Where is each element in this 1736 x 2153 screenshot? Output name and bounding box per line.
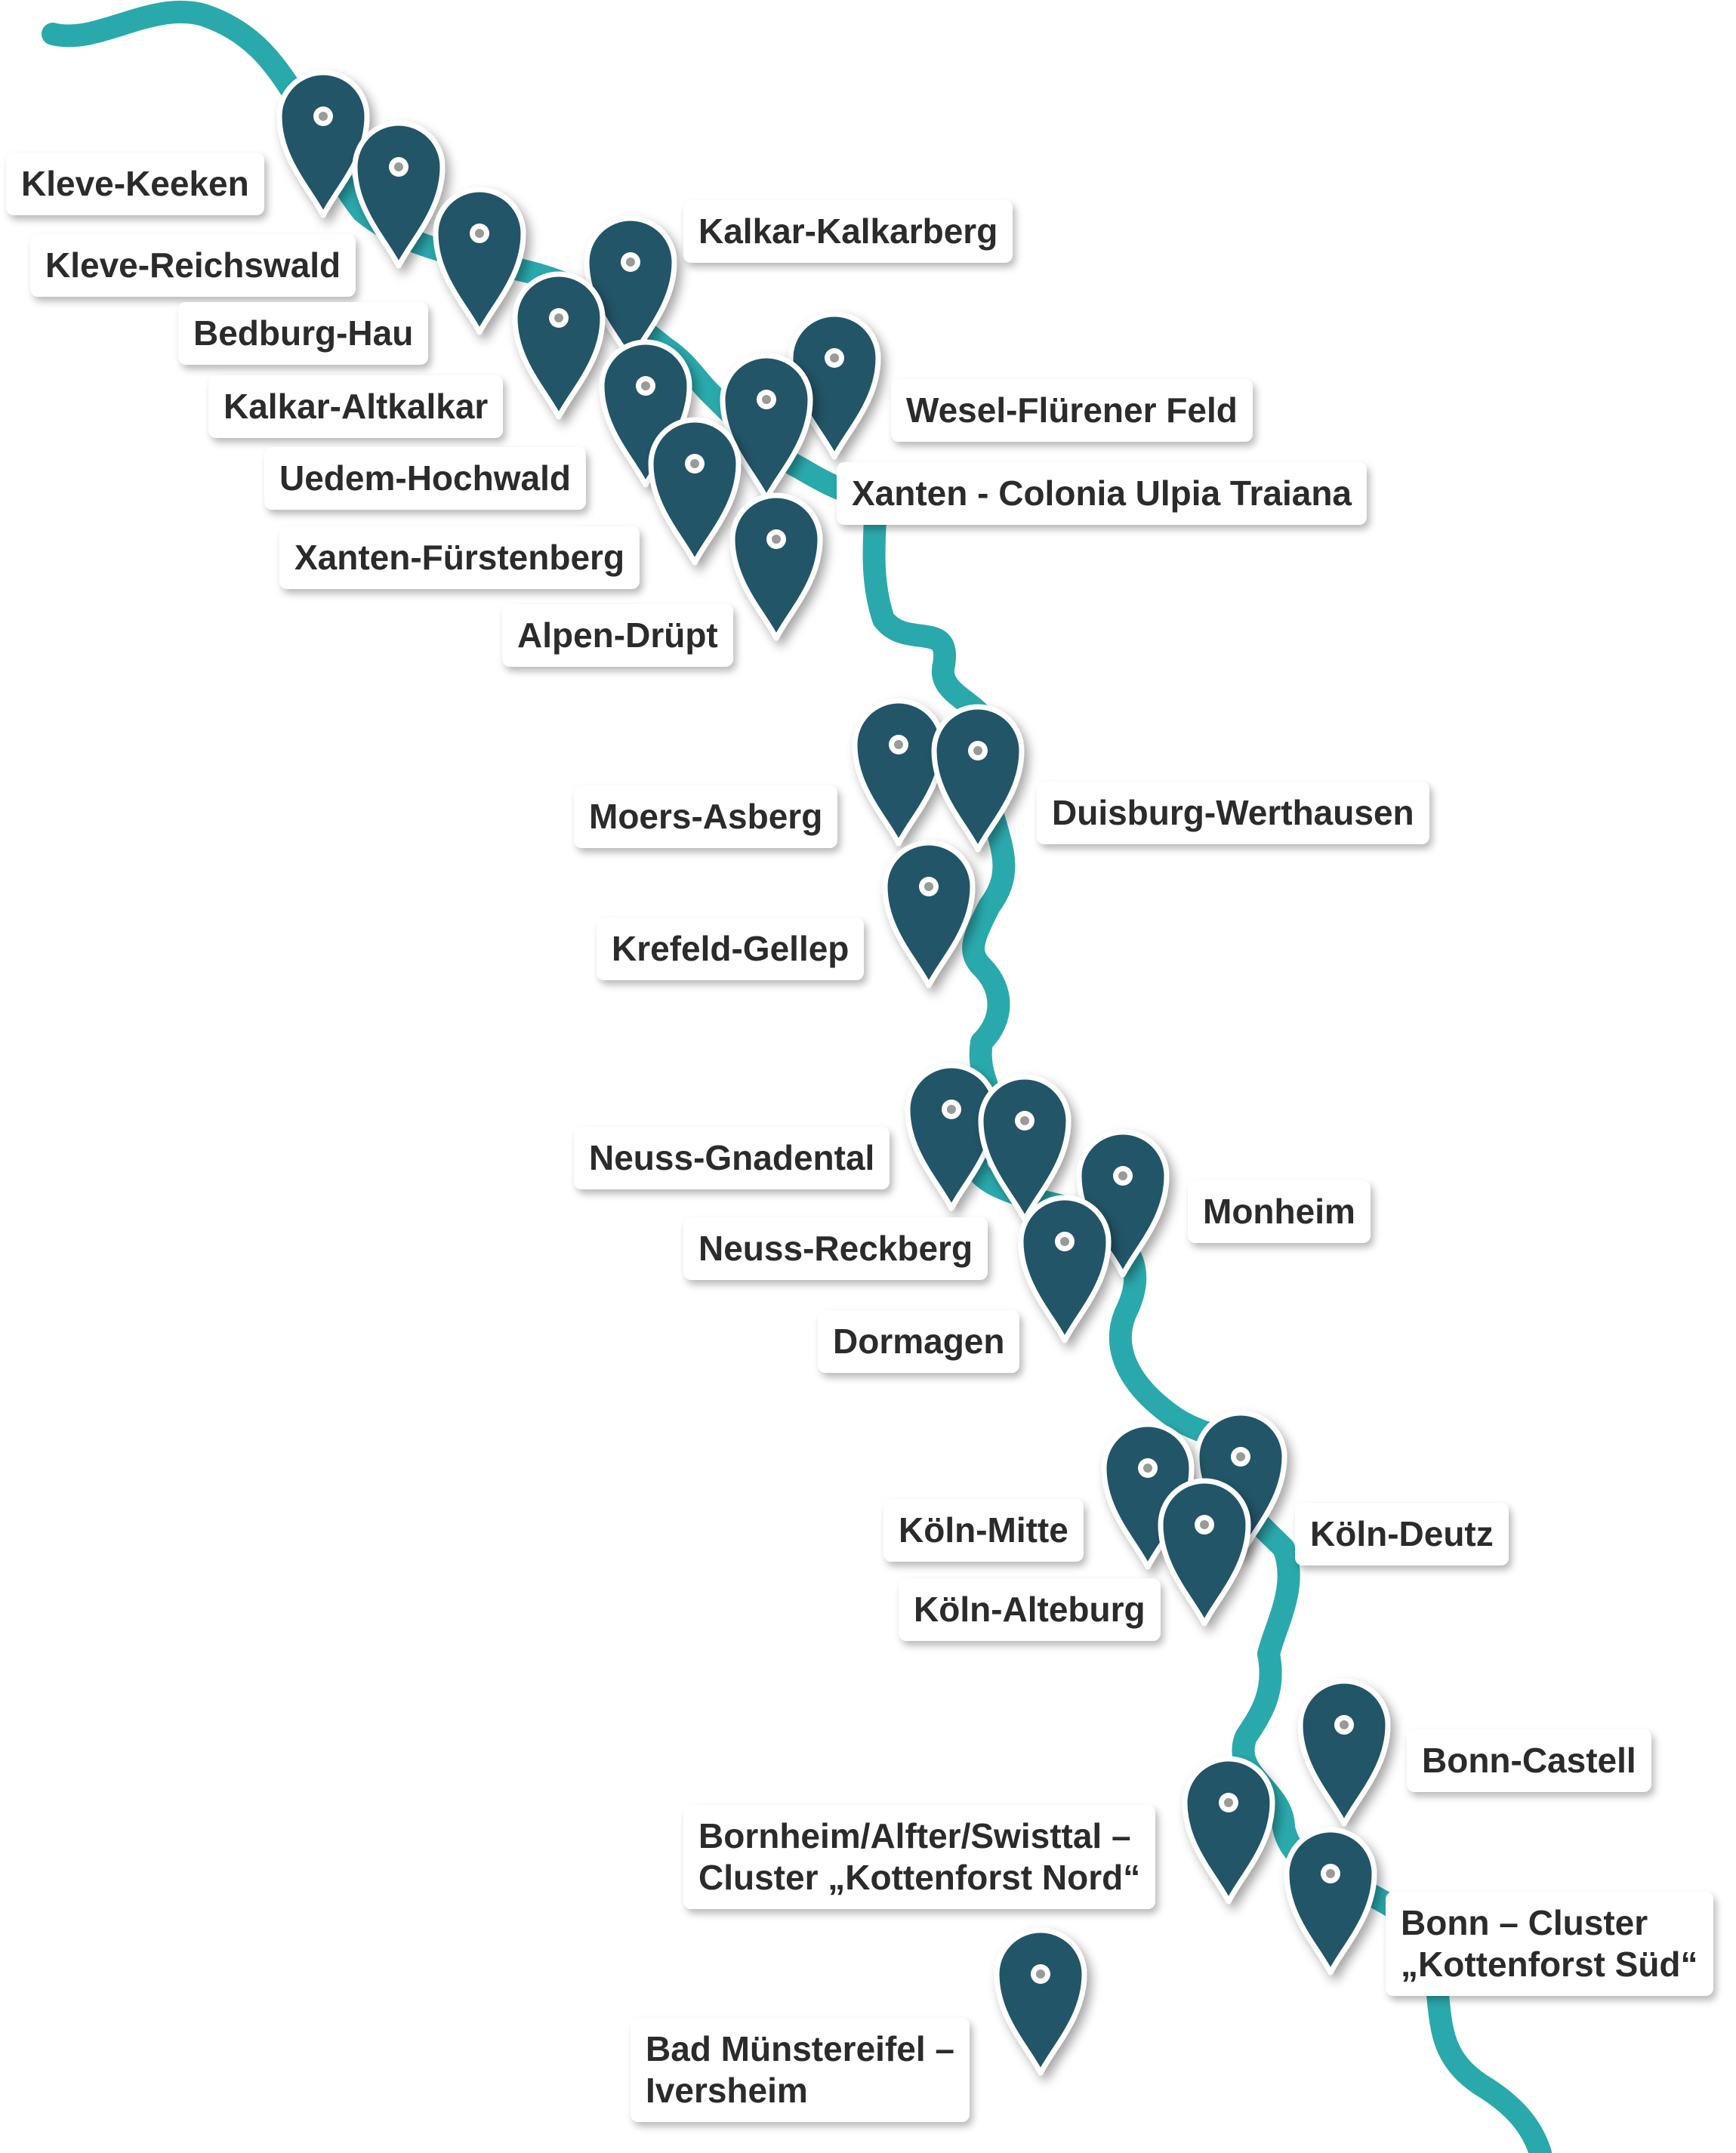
site-label-xanten-furstenberg[interactable]: Xanten-Fürstenberg xyxy=(279,526,640,590)
site-label-text: Kalkar-Altkalkar xyxy=(224,387,489,426)
map-pin-icon[interactable] xyxy=(1021,1198,1109,1340)
site-label-text: Kalkar-Kalkarberg xyxy=(698,211,998,251)
map-pin-icon[interactable] xyxy=(1300,1681,1388,1824)
site-label-duisburg-werthausen[interactable]: Duisburg-Werthausen xyxy=(1037,782,1429,845)
site-label-text: Bonn-Castell xyxy=(1422,1741,1636,1780)
site-label-koln-deutz[interactable]: Köln-Deutz xyxy=(1295,1503,1509,1566)
site-label-moers-asberg[interactable]: Moers-Asberg xyxy=(574,785,838,849)
site-label-text: Köln-Alteburg xyxy=(914,1590,1146,1629)
site-label-neuss-gnadental[interactable]: Neuss-Gnadental xyxy=(574,1127,890,1190)
map-pin-icon[interactable] xyxy=(436,190,523,332)
site-label-text: Wesel-Flürener Feld xyxy=(906,390,1238,430)
map-pin-icon[interactable] xyxy=(1185,1759,1272,1902)
map-pin-icon[interactable] xyxy=(934,707,1022,850)
map-pin-icon[interactable] xyxy=(885,843,973,986)
map-pin-icon[interactable] xyxy=(855,701,942,844)
site-label-text: Moers-Asberg xyxy=(589,797,823,836)
site-label-text: Köln-Mitte xyxy=(899,1510,1068,1550)
site-label-bonn-castell[interactable]: Bonn-Castell xyxy=(1407,1729,1651,1793)
site-label-bedburg-hau[interactable]: Bedburg-Hau xyxy=(178,302,429,366)
site-label-monheim[interactable]: Monheim xyxy=(1188,1180,1371,1244)
site-label-koln-mitte[interactable]: Köln-Mitte xyxy=(883,1499,1084,1562)
site-label-text: Uedem-Hochwald xyxy=(279,458,571,498)
map-pin-icon[interactable] xyxy=(1161,1481,1248,1624)
site-label-xanten-colonia-ulpia-traiana[interactable]: Xanten - Colonia Ulpia Traiana xyxy=(837,462,1368,526)
site-label-text: Monheim xyxy=(1203,1192,1355,1231)
site-label-kalkar-altkalkar[interactable]: Kalkar-Altkalkar xyxy=(208,375,504,439)
site-label-text: Bad Münstereifel – xyxy=(646,2029,954,2068)
site-label-text: Bonn – Cluster xyxy=(1401,1903,1648,1942)
site-label-kleve-keeken[interactable]: Kleve-Keeken xyxy=(6,153,264,216)
map-pin-icon[interactable] xyxy=(651,420,738,563)
site-label-alpen-drupt[interactable]: Alpen-Drüpt xyxy=(502,604,733,668)
site-label-text: Neuss-Reckberg xyxy=(698,1229,973,1268)
site-label-text: Krefeld-Gellep xyxy=(612,929,849,968)
site-label-bad-munstereifel-iversheim[interactable]: Bad Münstereifel –Iversheim xyxy=(631,2018,970,2123)
site-label-kleve-reichswald[interactable]: Kleve-Reichswald xyxy=(30,234,356,298)
site-label-bornheim-kottenforst-nord[interactable]: Bornheim/Alfter/Swisttal –Cluster „Kotte… xyxy=(683,1805,1156,1910)
site-label-text: Dormagen xyxy=(833,1322,1005,1361)
site-label-dormagen[interactable]: Dormagen xyxy=(818,1310,1020,1374)
site-markers xyxy=(279,72,1388,2073)
site-label-uedem-hochwald[interactable]: Uedem-Hochwald xyxy=(264,447,586,510)
site-label-text: Xanten - Colonia Ulpia Traiana xyxy=(852,473,1352,513)
site-label-wesel-flurener-feld[interactable]: Wesel-Flürener Feld xyxy=(891,379,1253,443)
site-label-text: Duisburg-Werthausen xyxy=(1052,793,1414,832)
map-pin-icon[interactable] xyxy=(515,274,603,417)
site-label-text: „Kottenforst Süd“ xyxy=(1401,1945,1698,1985)
map-pin-icon[interactable] xyxy=(997,1930,1084,2073)
site-label-krefeld-gellep[interactable]: Krefeld-Gellep xyxy=(597,918,865,981)
site-label-text: Alpen-Drüpt xyxy=(517,615,718,655)
site-label-text: Bornheim/Alfter/Swisttal – xyxy=(698,1816,1131,1855)
site-label-text: Cluster „Kottenforst Nord“ xyxy=(698,1858,1141,1898)
map-pin-icon[interactable] xyxy=(1287,1830,1374,1973)
map-pin-icon[interactable] xyxy=(732,495,820,638)
site-label-neuss-reckberg[interactable]: Neuss-Reckberg xyxy=(683,1217,988,1281)
site-label-text: Neuss-Gnadental xyxy=(589,1138,875,1177)
site-label-kalkar-kalkarberg[interactable]: Kalkar-Kalkarberg xyxy=(683,200,1013,264)
site-label-koln-alteburg[interactable]: Köln-Alteburg xyxy=(899,1578,1161,1642)
site-label-text: Kleve-Keeken xyxy=(21,164,249,203)
site-label-text: Köln-Deutz xyxy=(1310,1514,1494,1553)
site-label-text: Xanten-Fürstenberg xyxy=(294,538,625,577)
site-label-bonn-kottenforst-sud[interactable]: Bonn – Cluster„Kottenforst Süd“ xyxy=(1386,1892,1713,1997)
site-label-text: Bedburg-Hau xyxy=(193,313,414,353)
site-label-text: Iversheim xyxy=(646,2071,808,2111)
site-label-text: Kleve-Reichswald xyxy=(45,245,341,285)
